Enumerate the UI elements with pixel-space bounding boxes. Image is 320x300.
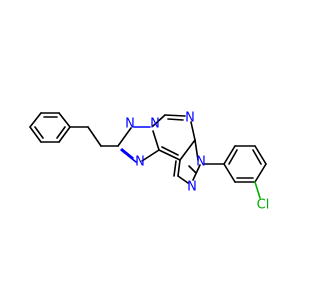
bond	[152, 130, 160, 151]
atom-n5: N	[196, 155, 206, 170]
bond	[188, 165, 197, 174]
bond	[254, 181, 261, 199]
bond	[173, 160, 177, 177]
atom-n3: N	[135, 155, 145, 170]
bond	[29, 126, 42, 143]
triazole-ring	[117, 126, 160, 163]
molecule-structure: N N N N N N Cl	[29, 111, 269, 213]
bond	[29, 112, 42, 128]
bond	[58, 126, 71, 143]
bond	[117, 127, 132, 147]
atom-n2: N	[150, 117, 160, 132]
atom-n1: N	[125, 117, 135, 132]
bond	[254, 145, 267, 165]
bond	[254, 163, 267, 183]
molecule-canvas: N N N N N N Cl	[29, 111, 269, 213]
bond	[34, 126, 44, 139]
atom-labels: N N N N N N Cl	[125, 111, 269, 213]
phenyl-ring	[29, 112, 71, 143]
pyrimidine-ring	[152, 114, 196, 161]
bond	[177, 175, 189, 184]
bond	[152, 114, 166, 127]
bond	[87, 126, 102, 147]
pyrazole-ring	[173, 139, 201, 184]
atom-n6: N	[187, 180, 197, 195]
bond	[194, 139, 199, 161]
bond	[223, 145, 236, 165]
chlorophenyl-ring	[203, 145, 267, 199]
bond	[158, 149, 181, 161]
bond	[252, 149, 262, 165]
bond	[177, 159, 181, 177]
bond	[223, 163, 236, 183]
atom-cl: Cl	[257, 198, 270, 213]
bond	[179, 139, 196, 161]
bond	[161, 146, 179, 156]
bond	[56, 126, 66, 139]
bond	[121, 148, 134, 159]
bond	[58, 112, 71, 128]
bond	[120, 149, 137, 163]
bond	[164, 114, 186, 117]
ethyl-linker	[69, 126, 119, 147]
bond	[228, 149, 238, 165]
atom-n4: N	[185, 111, 195, 126]
bond	[190, 121, 196, 141]
bond	[167, 118, 184, 121]
bond	[141, 149, 160, 162]
